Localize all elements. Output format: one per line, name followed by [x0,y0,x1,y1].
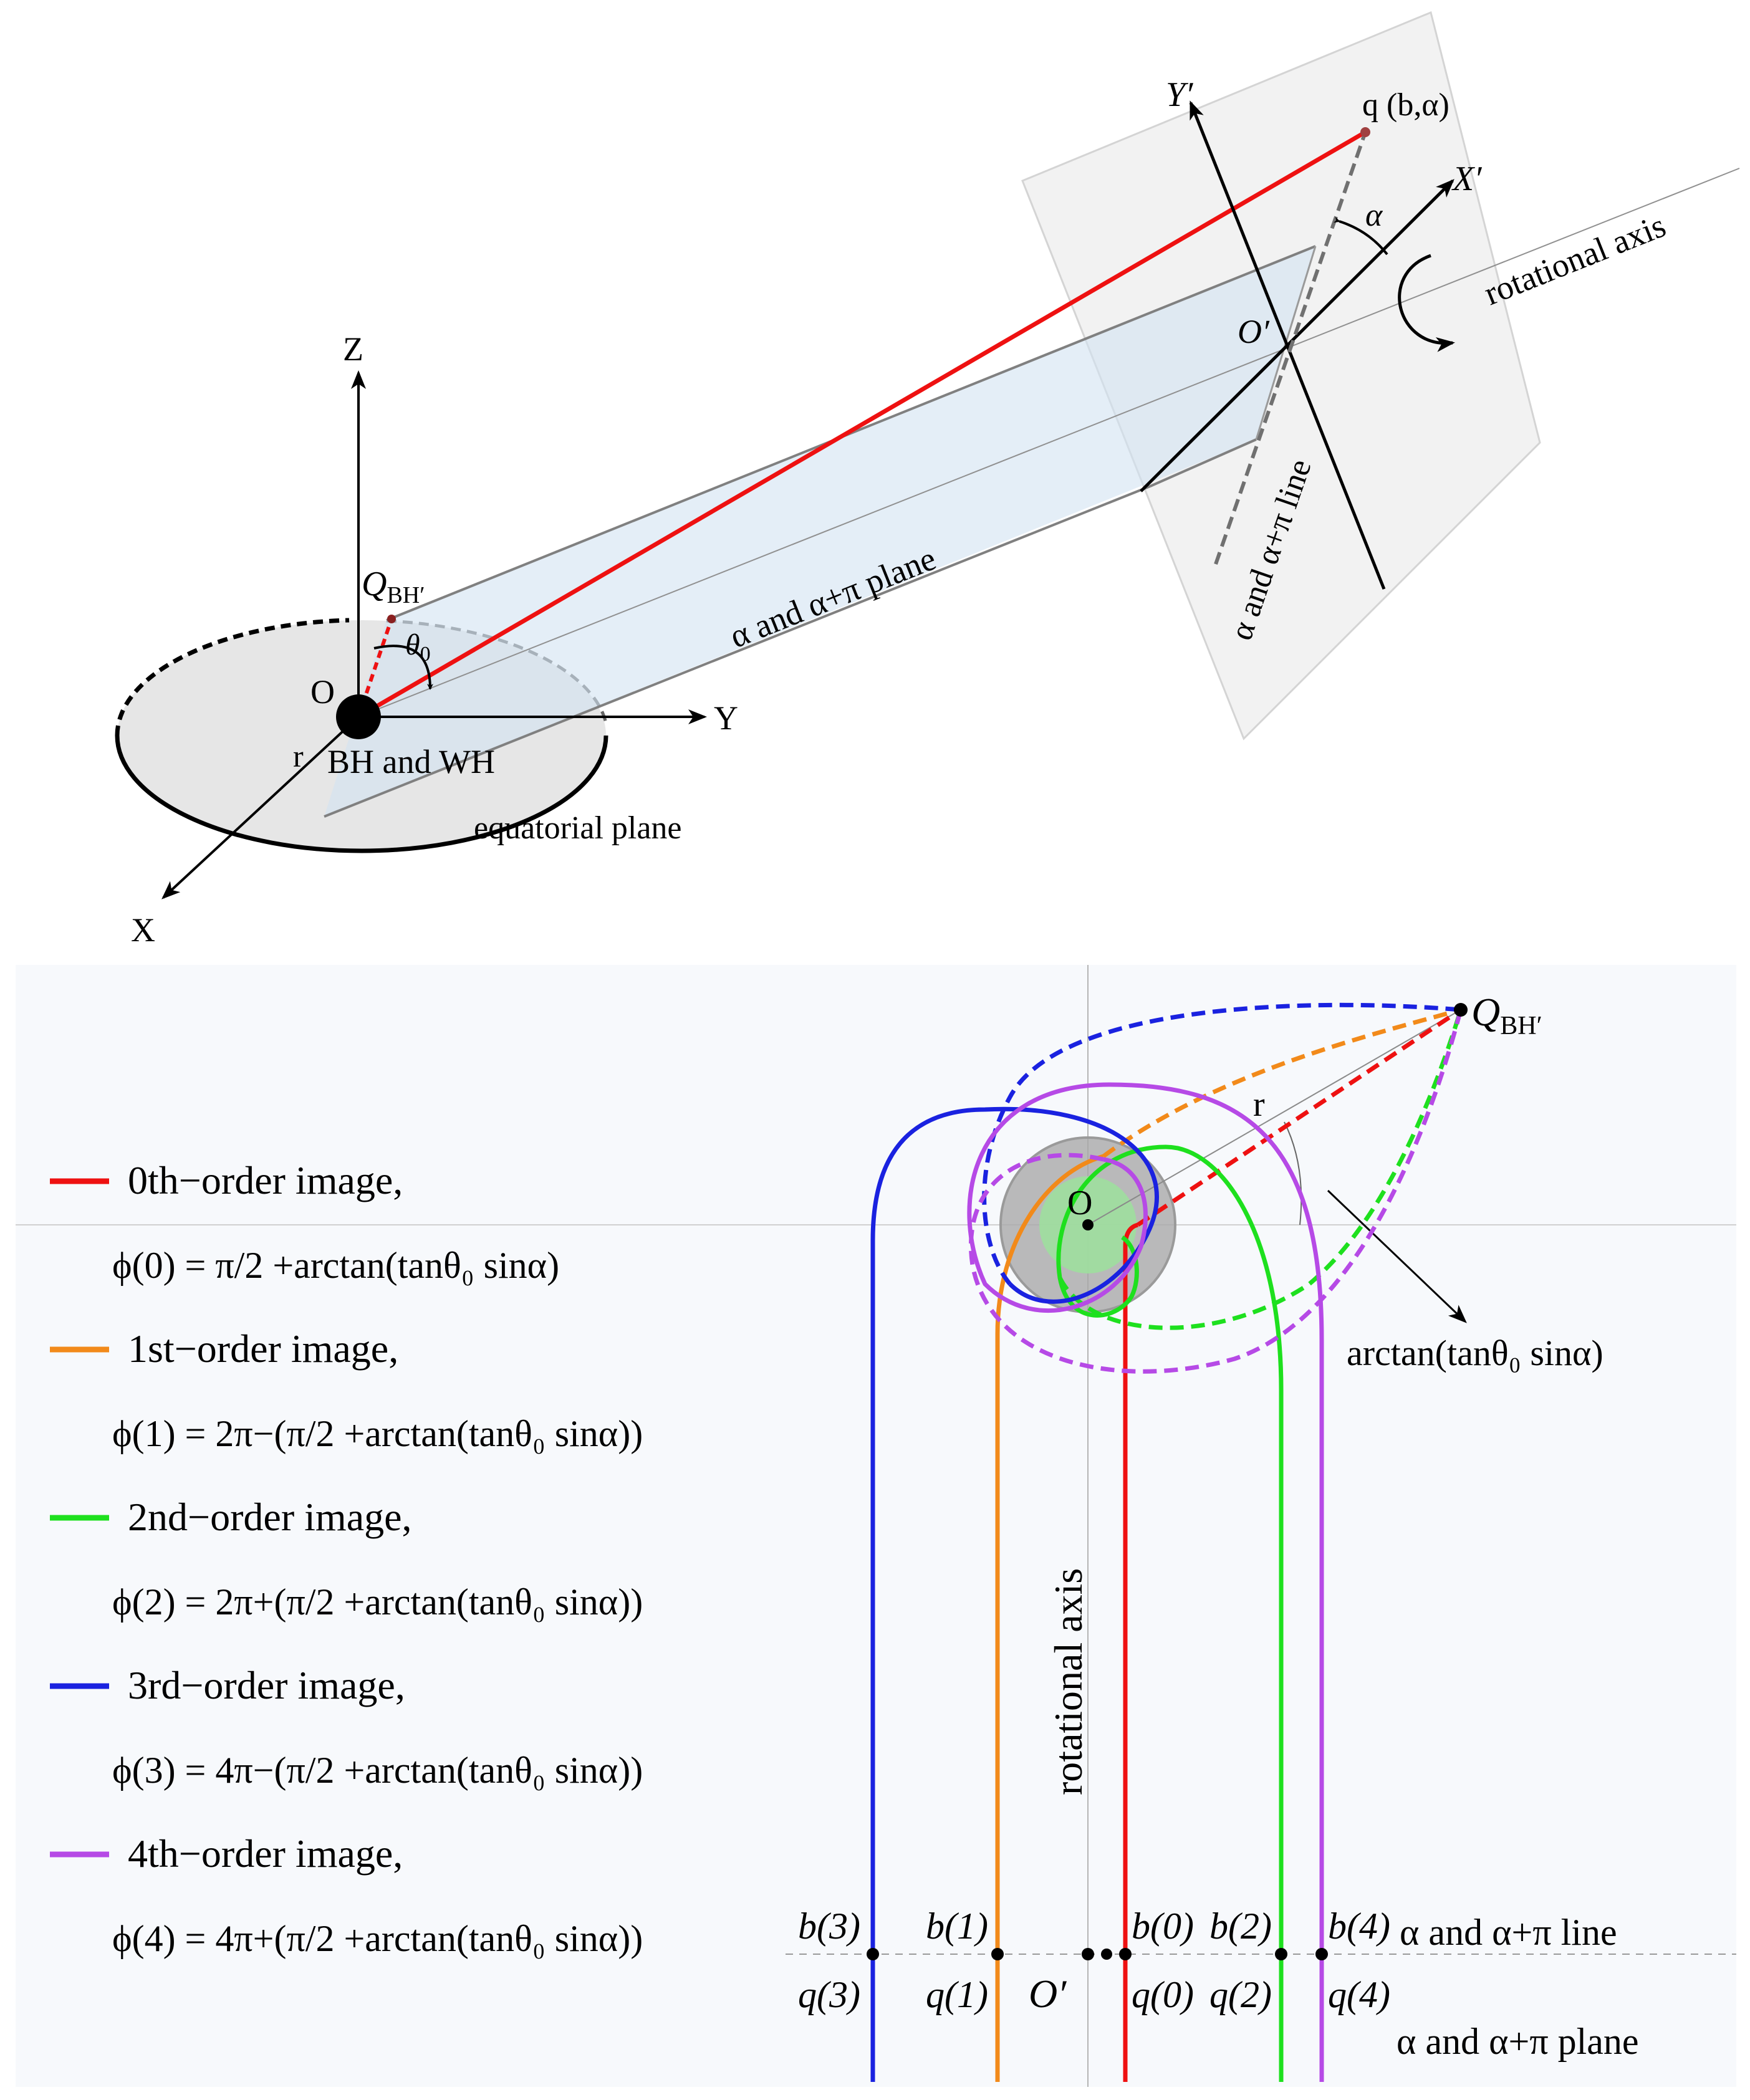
q-bh-point [387,615,396,623]
curve-2nd-dashed [1057,1009,1463,1330]
alpha-plane-strip [324,246,1315,817]
rotational-axis-label-bottom: rotational axis [1046,1568,1090,1795]
b3-dot [867,1948,879,1960]
alpha-line-dashed [1214,132,1367,565]
x-label: X [131,911,155,949]
curve-0th-solid [1123,1222,1139,2082]
black-hole [336,694,381,739]
r-label-top: r [293,739,304,774]
line-label-bottom: α and α+π line [1400,1912,1617,1953]
curve-3rd-solid [870,1106,1159,2082]
legend-label-2: 2nd−order image, [128,1495,412,1539]
b1-label: b(1) [926,1906,988,1947]
curve-0th-dashed [1137,1008,1462,1227]
origin-o-label-bottom: O [1067,1184,1092,1222]
x-prime-axis [1140,179,1454,492]
q2-label: q(2) [1209,1974,1272,2015]
q-bh-dot-bottom [1454,1003,1468,1017]
bottom-panel: QBH′ r O arctan(tanθ₀ sinα) rotational a… [16,965,1736,2087]
b3-label: b(3) [798,1906,860,1947]
q1-label: q(1) [926,1974,988,2015]
theta-label: θ0 [405,628,431,666]
observer-plane [1021,11,1541,741]
legend-formula-3: ϕ(3) = 4π−(π/2 +arctan(tanθ₀ sinα)) [112,1750,643,1791]
alpha-arc [1333,216,1388,256]
r-line [1087,1009,1461,1225]
q4-label: q(4) [1328,1974,1390,2015]
q-bh-label-bottom: QBH′ [1471,990,1542,1040]
q0-label: q(0) [1132,1974,1194,2015]
b0-label: b(0) [1132,1906,1194,1947]
b1-dot [991,1948,1004,1960]
y-label: Y [714,699,738,737]
legend-label-0: 0th−order image, [128,1158,403,1202]
z-label: Z [343,330,363,368]
o-prime-dot-2 [1101,1949,1112,1960]
light-ray [357,130,1367,719]
y-prime-label: Y′ [1166,75,1193,114]
curve-2nd-solid [1056,1144,1284,2082]
b4-dot [1315,1948,1328,1960]
o-prime-label-bottom: O′ [1029,1972,1067,2016]
legend-formula-1: ϕ(1) = 2π−(π/2 +arctan(tanθ₀ sinα)) [112,1413,643,1454]
x-prime-label: X′ [1451,160,1482,198]
top-3d-diagram: Z Y X O r BH and WH equatorial plane QBH… [115,11,1740,949]
q-bh-label: QBH′ [362,565,425,608]
x-axis [161,716,360,899]
q3-label: q(3) [798,1974,860,2015]
q-point-label: q (b,α) [1362,87,1450,123]
curve-1st-dashed [1102,1007,1461,1158]
b0-dot [1119,1948,1132,1960]
origin-dot [1082,1219,1094,1230]
rotational-axis-line [358,168,1740,717]
alpha-plane-bottom-edge [324,485,1151,818]
equatorial-disk-front-edge [115,735,608,853]
r-arc [1284,1121,1302,1225]
legend-formula-4: ϕ(4) = 4π+(π/2 +arctan(tanθ₀ sinα)) [112,1918,643,1959]
alpha-plane-far-bottom [1150,438,1257,487]
legend-label-3: 3rd−order image, [128,1663,405,1707]
curve-4th-dashed [969,1009,1463,1374]
q-point [1360,127,1370,137]
b2-label: b(2) [1209,1906,1272,1947]
rotation-arrow [1398,254,1455,352]
arctan-label: arctan(tanθ₀ sinα) [1347,1333,1603,1373]
b4-label: b(4) [1328,1906,1390,1947]
o-prime-dot [1082,1948,1094,1960]
bottom-panel-bg [16,965,1736,2087]
o-prime-label-top: O′ [1238,313,1270,350]
b2-dot [1275,1948,1287,1960]
r-label-bottom: r [1253,1085,1265,1124]
theta-arc [373,645,433,690]
legend-formula-2: ϕ(2) = 2π+(π/2 +arctan(tanθ₀ sinα)) [112,1581,643,1623]
plane-label-bottom: α and α+π plane [1397,2021,1639,2062]
curve-1st-solid [995,1154,1104,2082]
curve-4th-solid [967,1082,1324,2082]
arctan-pointer [1327,1189,1467,1323]
curve-3rd-dashed [982,1002,1461,1286]
rotational-axis-label-top: rotational axis [1479,206,1671,312]
alpha-label-top: α [1365,198,1383,233]
equatorial-plane-label: equatorial plane [474,810,682,846]
bh-wh-label: BH and WH [327,743,495,780]
legend-label-1: 1st−order image, [128,1326,398,1371]
legend-label-4: 4th−order image, [128,1831,403,1876]
origin-o-label: O [310,673,335,711]
legend: 0th−order image, ϕ(0) = π/2 +arctan(tanθ… [50,1158,643,1959]
legend-formula-0: ϕ(0) = π/2 +arctan(tanθ₀ sinα) [112,1245,559,1286]
